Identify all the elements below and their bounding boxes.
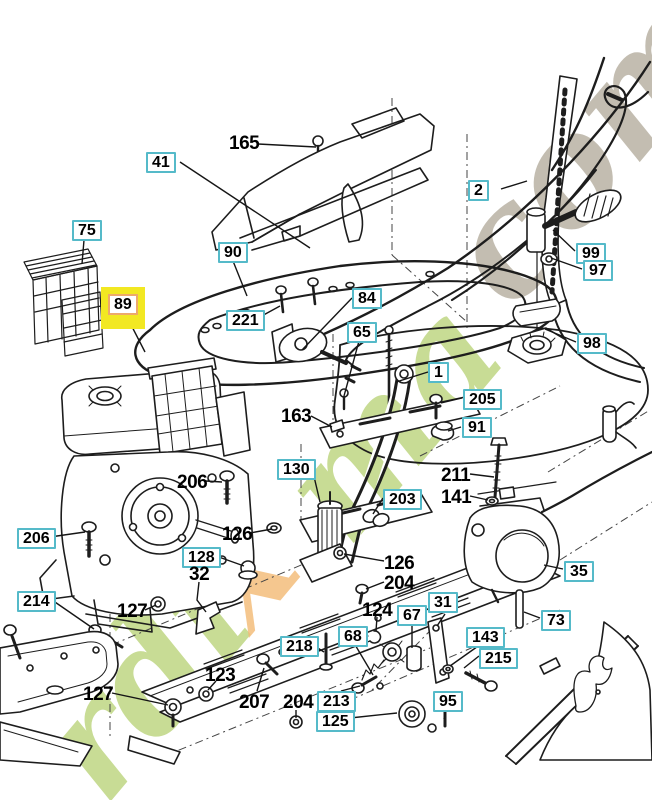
part-label-128[interactable]: 128: [182, 547, 221, 568]
part-label-205[interactable]: 205: [463, 389, 502, 410]
part-label-68[interactable]: 68: [338, 626, 368, 647]
engine-drawing: [39, 357, 255, 633]
leader-line-84: [301, 297, 353, 351]
part-label-203[interactable]: 203: [383, 489, 422, 510]
part-label-89[interactable]: 89: [101, 287, 145, 329]
part-label-141: 141: [441, 487, 472, 508]
leader-line-99: [552, 229, 576, 252]
part-label-95[interactable]: 95: [433, 691, 463, 712]
leader-line-163: [310, 415, 333, 428]
leader-line-2: [500, 180, 528, 190]
part-label-207: 207: [239, 692, 270, 713]
part-label-165: 165: [229, 133, 260, 154]
leader-line-91: [447, 426, 462, 432]
leader-line-41: [179, 161, 311, 249]
leader-line-1: [395, 371, 429, 383]
leader-line-124: [375, 616, 378, 632]
part-label-206-mid: 206: [177, 472, 208, 493]
leader-line-215: [463, 655, 480, 669]
leader-line-211: [469, 473, 495, 478]
leader-line-206-mid: [205, 480, 223, 483]
part-label-67[interactable]: 67: [397, 605, 427, 626]
fastener-drawings: [333, 393, 508, 605]
leader-line-204-right: [365, 581, 385, 590]
part-label-125[interactable]: 125: [316, 711, 355, 732]
part-label-206-left[interactable]: 206: [17, 528, 56, 549]
leader-line-213: [340, 685, 361, 692]
leader-line-126-right: [343, 553, 385, 562]
handlebar-drawing: [322, 56, 652, 514]
part-label-211: 211: [441, 465, 471, 486]
part-label-163: 163: [281, 406, 312, 427]
leader-line-141: [469, 495, 489, 501]
part-label-126-right: 126: [384, 553, 415, 574]
leader-line-165: [257, 143, 317, 148]
part-label-84[interactable]: 84: [352, 288, 382, 309]
leader-line-65: [343, 340, 360, 397]
leader-line-127-bottom: [111, 692, 169, 706]
part-label-215[interactable]: 215: [479, 648, 518, 669]
grid-panel-drawing: [23, 248, 104, 357]
part-label-123: 123: [205, 665, 236, 686]
lever-assembly-drawing: [266, 325, 481, 565]
leader-line-75: [81, 239, 85, 265]
part-label-124: 124: [362, 600, 393, 621]
leader-line-73: [523, 611, 541, 619]
part-label-65[interactable]: 65: [347, 322, 377, 343]
part-label-130[interactable]: 130: [277, 459, 316, 480]
leader-line-126-left: [249, 528, 273, 534]
part-label-31[interactable]: 31: [428, 592, 458, 613]
part-label-89-number[interactable]: 89: [108, 294, 138, 315]
bolt-206-drawings: [81, 470, 235, 558]
leader-line-97: [550, 257, 583, 270]
watermark-text: com: [407, 0, 652, 336]
part-label-35[interactable]: 35: [564, 561, 594, 582]
leader-line-68: [353, 642, 374, 676]
leader-line-206-left: [49, 531, 86, 538]
part-label-127-bottom: 127: [83, 684, 114, 705]
part-label-218[interactable]: 218: [280, 636, 319, 657]
part-label-98[interactable]: 98: [577, 333, 607, 354]
transmission-drawing: [463, 481, 560, 629]
left-panel-drawing: [0, 624, 181, 767]
part-label-90[interactable]: 90: [218, 242, 248, 263]
part-label-32: 32: [189, 564, 210, 585]
right-guard-drawing: [505, 401, 652, 765]
knob-lever-drawing: [507, 189, 622, 364]
part-label-143[interactable]: 143: [466, 627, 505, 648]
part-label-1[interactable]: 1: [428, 362, 449, 383]
part-label-2[interactable]: 2: [468, 180, 489, 201]
part-label-213[interactable]: 213: [317, 691, 356, 712]
leader-line-123: [207, 680, 217, 691]
leader-line-214: [51, 599, 95, 630]
part-label-99[interactable]: 99: [576, 243, 606, 264]
construction-lines: [94, 98, 652, 758]
console-cover-drawing: [211, 107, 435, 251]
part-label-221[interactable]: 221: [226, 310, 265, 331]
leader-line-127-mid: [144, 604, 157, 611]
part-label-204-right: 204: [384, 573, 415, 594]
tensioner-group-drawing: [361, 617, 498, 692]
part-label-126-left: 126: [222, 524, 253, 545]
leader-line-98: [544, 328, 577, 343]
part-label-127-mid: 127: [117, 601, 148, 622]
leader-line-90: [232, 260, 248, 297]
leader-line-125: [349, 712, 398, 719]
leader-line-32: [196, 581, 207, 613]
part-label-214[interactable]: 214: [17, 591, 56, 612]
part-label-75[interactable]: 75: [72, 220, 102, 241]
leader-line-203: [372, 497, 384, 515]
part-label-41[interactable]: 41: [146, 152, 176, 173]
part-label-204-bottom: 204: [283, 692, 314, 713]
leader-line-31: [436, 613, 446, 627]
leader-line-205: [440, 397, 463, 404]
part-label-97[interactable]: 97: [583, 260, 613, 281]
leader-line-35: [543, 564, 564, 570]
part-label-73[interactable]: 73: [541, 610, 571, 631]
leader-line-207: [256, 667, 265, 692]
part-label-91[interactable]: 91: [462, 417, 492, 438]
